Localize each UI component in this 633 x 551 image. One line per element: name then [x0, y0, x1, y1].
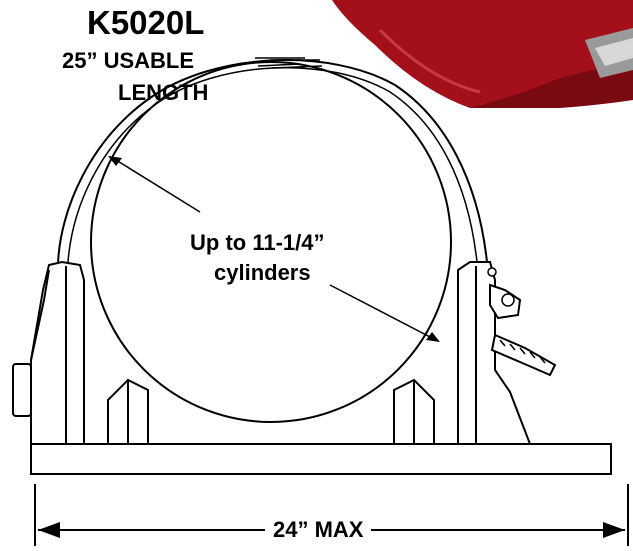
red-cylinder-photo	[332, 0, 633, 108]
left-bracket	[30, 260, 85, 445]
usable-length-leader	[270, 59, 323, 69]
usable-length-label: 25” USABLE	[62, 48, 195, 73]
left-cradle-block	[107, 378, 149, 445]
base-plate	[30, 443, 612, 475]
model-number: K5020L	[87, 4, 205, 41]
right-cradle-block	[393, 378, 435, 445]
cylinder-size-label-line2: cylinders	[212, 260, 313, 285]
max-width-label: 24” MAX	[265, 519, 372, 541]
right-bracket	[457, 261, 532, 445]
cylinder-size-label: Up to 11-1/4”	[188, 230, 327, 255]
left-clamp-knob	[12, 363, 32, 417]
strap-latch-icon	[489, 283, 557, 377]
cylinder-outline	[90, 61, 452, 423]
diameter-arrow	[108, 156, 440, 342]
usable-length-label-line2: LENGTH	[118, 80, 209, 105]
